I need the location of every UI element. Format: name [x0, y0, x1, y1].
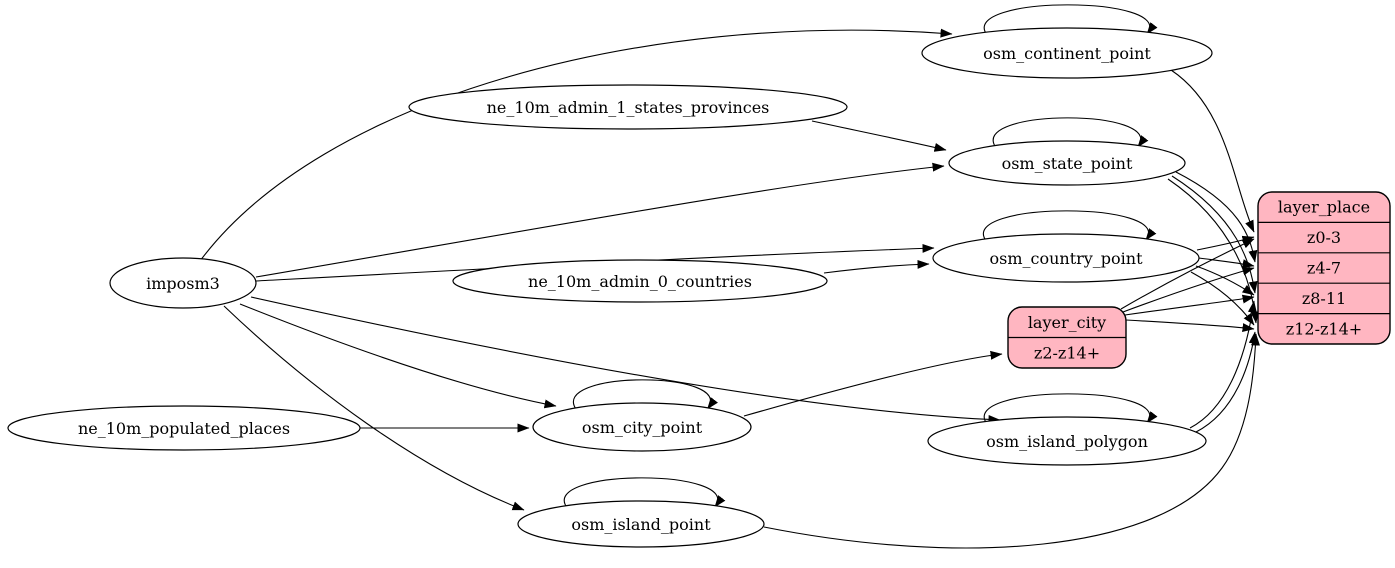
- node-osm_state_point: osm_state_point: [948, 140, 1186, 186]
- edge-osm_island_polygon-osm_island_polygon: [983, 393, 1158, 425]
- ne_10m_admin_0_countries-shape: [452, 259, 828, 303]
- edge-osm_country_point-layer_place-z4-7: [1198, 257, 1255, 268]
- layer_place-row-z8-11: z8-11: [1302, 289, 1346, 308]
- node-layer_city: layer_city z2-z14+: [1007, 306, 1127, 369]
- node-osm_island_point: osm_island_point: [517, 500, 765, 548]
- edge-layer_city-layer_place-z12-z14+: [1125, 319, 1255, 333]
- node-osm_city_point: osm_city_point: [532, 402, 752, 452]
- osm_continent_point-label: osm_continent_point: [983, 44, 1151, 63]
- edge-osm_continent_point-osm_continent_point: [983, 4, 1158, 36]
- layer_city-row-z2-z14+: z2-z14+: [1034, 343, 1100, 362]
- node-osm_island_polygon: osm_island_polygon: [927, 416, 1207, 466]
- node-ne_10m_admin_1_states_provinces: ne_10m_admin_1_states_provinces: [408, 84, 848, 130]
- edge-layer_city-layer_place-z4-7: [1122, 266, 1255, 313]
- edge-osm_state_point-osm_state_point: [992, 117, 1149, 149]
- osm_island_point-label: osm_island_point: [571, 515, 711, 534]
- edge-osm_city_point-osm_city_point: [573, 379, 718, 411]
- ne_10m_admin_1_states_provinces-shape: [408, 84, 848, 130]
- edge-osm_continent_point-layer_place-z0-3: [1170, 69, 1255, 233]
- edge-osm_country_point-osm_country_point: [982, 210, 1157, 242]
- edge-layer_city-layer_place-z8-11: [1124, 294, 1255, 316]
- edge-osm_island_polygon-layer_place-z8-11: [1189, 300, 1257, 429]
- imposm3-shape: [109, 257, 257, 309]
- edge-imposm3-osm_continent_point: [199, 28, 953, 262]
- osm_state_point-label: osm_state_point: [1002, 154, 1133, 173]
- osm_country_point-shape: [932, 233, 1200, 283]
- edge-osm_state_point-layer_place-z8-11: [1171, 175, 1258, 294]
- edge-imposm3-osm_city_point: [239, 303, 557, 409]
- edge-ne_10m_admin_1_states_provinces-osm_state_point: [811, 120, 947, 152]
- layer_place-row-z12-z14+: z12-z14+: [1286, 319, 1362, 338]
- layer_place-title: layer_place: [1278, 198, 1370, 217]
- edge-imposm3-osm_state_point: [255, 162, 945, 278]
- edge-osm_island_point-osm_island_point: [563, 477, 726, 509]
- node-osm_country_point: osm_country_point: [932, 233, 1200, 283]
- ne_10m_admin_0_countries-label: ne_10m_admin_0_countries: [528, 272, 752, 291]
- osm_country_point-label: osm_country_point: [989, 249, 1143, 268]
- ne_10m_populated_places-shape: [7, 405, 361, 451]
- osm_island_point-shape: [517, 500, 765, 548]
- layer_place-row-z4-7: z4-7: [1307, 259, 1341, 278]
- layer_place-shape: [1257, 191, 1391, 345]
- osm_continent_point-shape: [921, 27, 1213, 79]
- edge-ne_10m_admin_0_countries-osm_country_point: [823, 259, 930, 274]
- osm_island_polygon-label: osm_island_polygon: [986, 432, 1148, 451]
- osm_island_polygon-shape: [927, 416, 1207, 466]
- node-imposm3: imposm3: [109, 257, 257, 309]
- node-ne_10m_populated_places: ne_10m_populated_places: [7, 405, 361, 451]
- node-osm_continent_point: osm_continent_point: [921, 27, 1213, 79]
- ne_10m_admin_1_states_provinces-label: ne_10m_admin_1_states_provinces: [487, 98, 770, 117]
- node-ne_10m_admin_0_countries: ne_10m_admin_0_countries: [452, 259, 828, 303]
- osm_city_point-shape: [532, 402, 752, 452]
- edge-osm_island_point-layer_place-z12-z14+: [763, 333, 1261, 549]
- edge-osm_city_point-layer_city-z2-z14+: [743, 350, 1003, 417]
- edge-osm_island_polygon-layer_place-z12-z14+: [1195, 331, 1258, 433]
- edge-layer_city-layer_place-z0-3: [1120, 238, 1255, 310]
- osm_state_point-shape: [948, 140, 1186, 186]
- edge-imposm3-osm_island_point: [223, 305, 525, 511]
- edge-imposm3-osm_island_polygon: [250, 296, 1001, 425]
- layer_place-row-z0-3: z0-3: [1307, 228, 1341, 247]
- ne_10m_populated_places-label: ne_10m_populated_places: [78, 419, 290, 438]
- layer_city-title: layer_city: [1028, 313, 1106, 332]
- node-layer_place: layer_place z0-3 z4-7 z8-11 z12-z14+: [1257, 191, 1391, 345]
- imposm3-label: imposm3: [146, 274, 220, 293]
- osm_city_point-label: osm_city_point: [582, 418, 703, 437]
- edge-osm_state_point-layer_place-z4-7: [1175, 171, 1258, 263]
